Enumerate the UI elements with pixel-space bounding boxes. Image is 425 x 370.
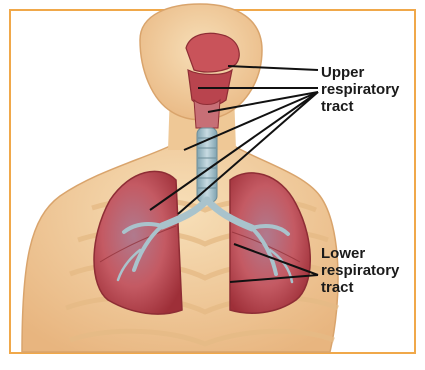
lower-respiratory-tract-label: Lower respiratory tract bbox=[321, 245, 417, 296]
larynx bbox=[194, 100, 220, 128]
upper-respiratory-tract-label: Upper respiratory tract bbox=[321, 64, 417, 115]
